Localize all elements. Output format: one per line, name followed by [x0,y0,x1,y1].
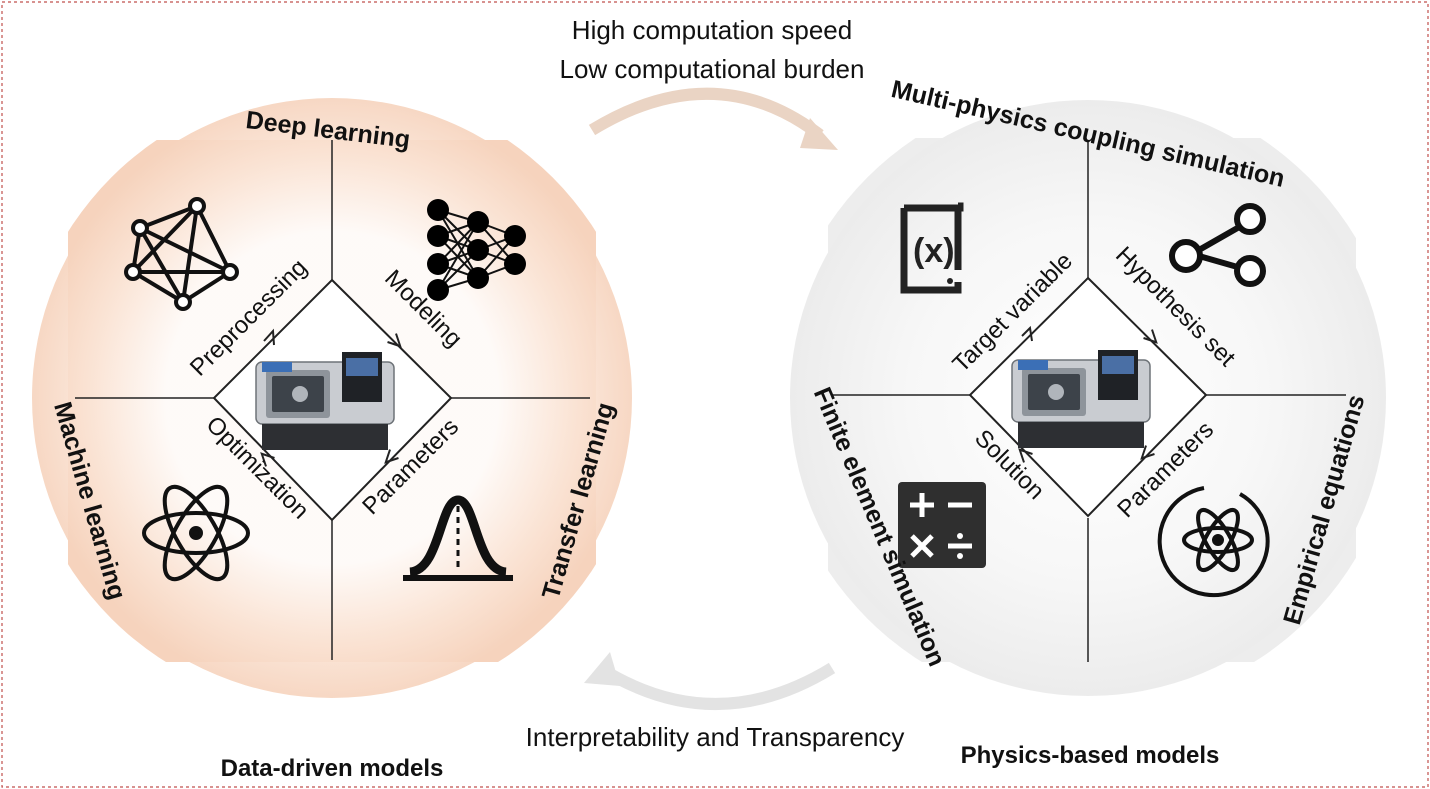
calculator-icon [898,482,986,568]
neural-network-icon [427,199,526,301]
variable-x-icon: (x) [900,202,964,294]
right-cross-lines [832,140,1346,662]
right-caption: Physics-based models [961,742,1220,769]
bell-curve-icon [403,495,513,581]
top-arrow-line2: Low computational burden [560,54,865,84]
atom-ring-icon [1157,486,1270,598]
right-cycle-arrowheads [1018,325,1158,463]
cnc-machine-image-right [1011,350,1151,448]
left-cross-lines [75,140,590,660]
left-cycle-arrowheads [260,328,402,467]
bottom-curved-arrow [584,652,836,710]
svg-text:(x): (x) [913,232,955,270]
left-caption: Data-driven models [221,755,444,782]
network-graph-icon [124,197,239,311]
top-arrow-line1: High computation speed [572,15,852,45]
cnc-machine-image-left [255,352,395,450]
atom-icon [142,484,250,582]
bottom-arrow-label: Interpretability and Transparency [526,722,905,752]
top-curved-arrow [588,87,838,150]
share-nodes-icon [1169,203,1266,287]
